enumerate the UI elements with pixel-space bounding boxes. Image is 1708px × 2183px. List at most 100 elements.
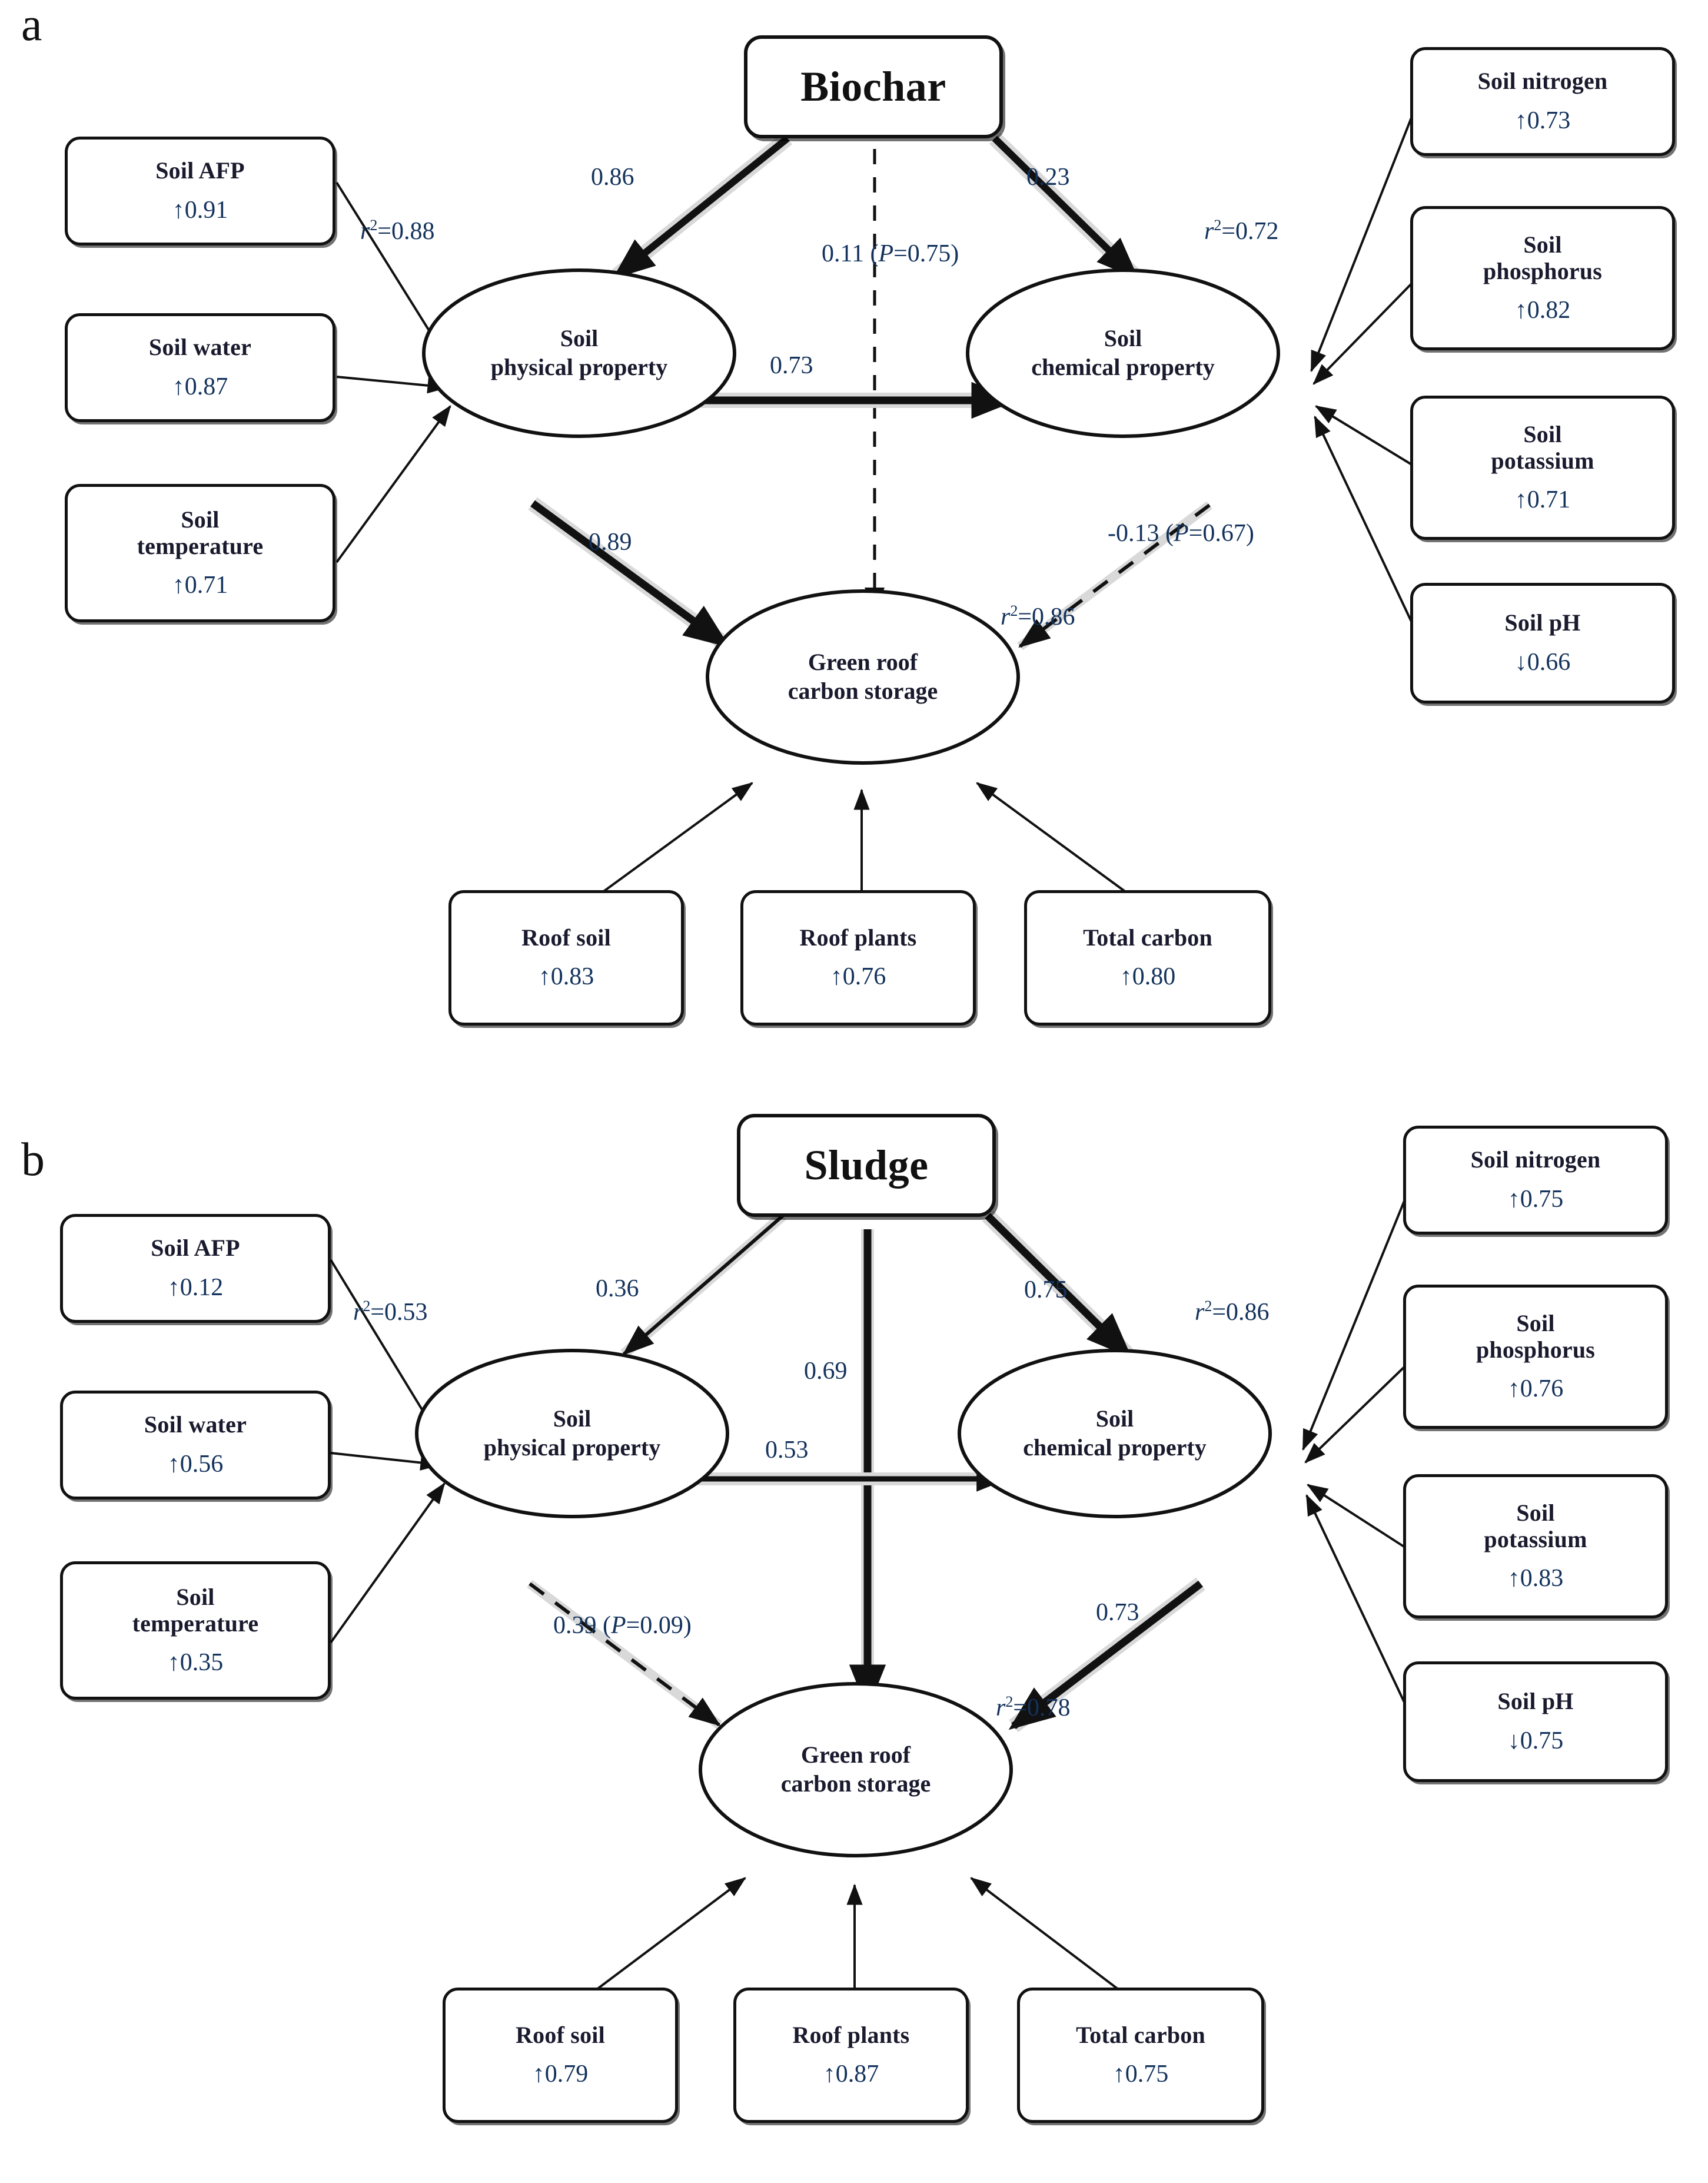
path-label-chemical-to-carbon: 0.73 [1096,1599,1139,1626]
ellipse-shape [422,268,736,438]
r2-label-chemical-a: r2=0.72 [1204,217,1279,245]
path-label-driver-to-physical: 0.36 [596,1275,639,1302]
indicator-name: Roof soil [516,2021,605,2048]
r2-label-carbon-a: r2=0.86 [1001,602,1075,631]
path-label-driver-to-chemical: 0.23 [1026,164,1070,191]
indicator-loading: ↑0.71 [172,572,228,599]
indicator-name: Total carbon [1083,924,1212,951]
indicator-loading: ↑0.79 [532,2061,589,2088]
indicator-loading: ↑0.76 [830,963,886,991]
indicator-name: Soil AFP [155,157,245,184]
path-label-driver-to-carbon: 0.69 [804,1358,848,1385]
r2-label-chemical-b: r2=0.86 [1195,1298,1270,1326]
ellipse-shape [958,1349,1272,1518]
indicator-box[interactable]: Soil pH ↓0.66 [1410,583,1675,704]
indicator-name: Soil nitrogen [1477,68,1608,95]
indicator-box[interactable]: Roof plants ↑0.76 [740,890,976,1026]
driver-label: Biochar [800,63,946,110]
path-label-physical-to-chemical: 0.73 [770,352,813,379]
indicator-box[interactable]: Soil water ↑0.87 [65,313,335,422]
indicator-loading: ↑0.82 [1514,297,1571,324]
indicator-box[interactable]: Soil AFP ↑0.91 [65,137,335,245]
indicator-loading: ↑0.75 [1112,2061,1169,2088]
panel-letter-b: b [21,1134,45,1186]
indicator-box[interactable]: Soil nitrogen ↑0.75 [1403,1126,1668,1235]
path-label-physical-to-chemical: 0.53 [765,1436,809,1464]
indicator-box[interactable]: Total carbon ↑0.75 [1017,1988,1264,2123]
driver-box-biochar[interactable]: Biochar [744,35,1003,138]
path-label-driver-to-chemical: 0.75 [1024,1276,1068,1303]
indicator-loading: ↑0.80 [1119,963,1176,991]
indicator-loading: ↑0.56 [167,1450,224,1478]
indicator-loading: ↑0.73 [1514,107,1571,134]
indicator-loading: ↑0.83 [1507,1565,1564,1593]
indicator-loading: ↓0.75 [1507,1727,1564,1754]
indicator-box[interactable]: Roof plants ↑0.87 [733,1988,969,2123]
indicator-box[interactable]: Roof soil ↑0.79 [443,1988,678,2123]
ellipse-shape [706,589,1020,765]
indicator-loading: ↑0.76 [1507,1375,1564,1403]
indicator-name: Soil pH [1504,609,1581,636]
indicator-name: Soil water [144,1411,247,1438]
r2-label-carbon-b: r2=0.78 [996,1693,1071,1721]
r2-label-physical-b: r2=0.53 [353,1298,428,1326]
indicator-loading: ↑0.12 [167,1273,224,1301]
path-label-driver-to-physical: 0.86 [591,164,634,191]
indicator-name: Roof plants [799,924,917,951]
path-label-chemical-to-carbon: -0.13 (P=0.67) [1108,520,1254,547]
driver-box-sludge[interactable]: Sludge [737,1114,996,1217]
indicator-box[interactable]: Roof soil ↑0.83 [448,890,684,1026]
indicator-loading: ↑0.71 [1514,486,1571,514]
path-label-driver-to-carbon: 0.11 (P=0.75) [822,240,959,267]
indicator-box[interactable]: Soil water ↑0.56 [60,1391,331,1499]
panel-letter-a: a [21,0,42,51]
indicator-name: Soil pH [1497,1688,1574,1715]
ellipse-shape [966,268,1280,438]
ellipse-shape [415,1349,729,1518]
indicator-loading: ↑0.83 [538,963,594,991]
r2-label-physical-a: r2=0.88 [360,217,435,245]
indicator-box[interactable]: Soil pH ↓0.75 [1403,1661,1668,1782]
indicator-loading: ↓0.66 [1514,648,1571,676]
indicator-name: Soil water [148,334,252,361]
indicator-loading: ↑0.87 [823,2061,879,2088]
indicator-loading: ↑0.87 [172,373,228,400]
indicator-box[interactable]: Total carbon ↑0.80 [1024,890,1271,1026]
ellipse-shape [699,1682,1013,1857]
indicator-box[interactable]: Soil nitrogen ↑0.73 [1410,47,1675,156]
indicator-loading: ↑0.35 [167,1649,224,1677]
indicator-loading: ↑0.75 [1507,1185,1564,1213]
path-label-physical-to-carbon: 0.89 [589,529,632,556]
indicator-loading: ↑0.91 [172,196,228,224]
indicator-name: Total carbon [1076,2021,1205,2048]
indicator-box[interactable]: Soil AFP ↑0.12 [60,1214,331,1323]
driver-label: Sludge [804,1142,929,1189]
indicator-name: Soil nitrogen [1470,1146,1601,1173]
